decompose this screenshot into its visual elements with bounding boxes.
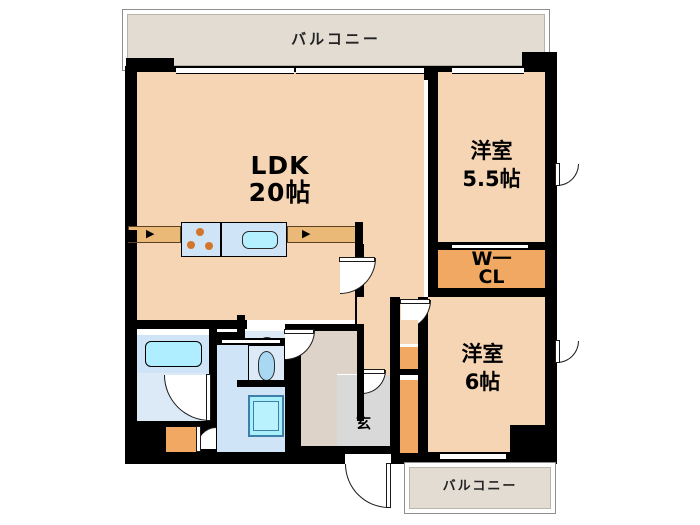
washing-machine-drum xyxy=(253,401,279,431)
room-bedroom-north xyxy=(438,72,545,242)
door-leaf-corridor[interactable] xyxy=(361,369,385,374)
window-bedroom-south xyxy=(440,453,506,460)
ldk-size-label: 20帖 xyxy=(248,178,312,207)
swing-bedroom-north-east xyxy=(557,164,579,186)
wall-bedroom-north-west xyxy=(428,72,438,242)
balcony-north xyxy=(127,14,545,66)
window-bedroom-north xyxy=(452,67,524,74)
room-ldk xyxy=(137,72,424,320)
kitchen-sink-icon xyxy=(242,231,278,249)
burner-1 xyxy=(196,228,204,236)
closet-bedroom-south-lower xyxy=(400,380,418,453)
wall-counter-end xyxy=(355,222,363,244)
closet-wic xyxy=(438,250,545,288)
balcony-south xyxy=(409,467,551,509)
shoe-box-area xyxy=(300,374,337,453)
door-leaf-bedroom-north-east[interactable] xyxy=(555,163,560,186)
wcl-label-line1: W一 xyxy=(471,248,512,270)
ldk-label: LDK xyxy=(250,151,310,180)
wall-bedroom-south-west xyxy=(418,297,428,455)
wall-corridor-west xyxy=(357,329,364,421)
wall-genkan-west xyxy=(292,329,301,453)
wall-ldk-south xyxy=(137,320,247,329)
counter-arrow-left: ▶ xyxy=(146,228,155,240)
burner-2 xyxy=(187,241,195,249)
door-leaf-closet-bottom-left[interactable] xyxy=(196,426,201,452)
wall-closet-divider xyxy=(390,369,418,375)
wall-wcl-bottom xyxy=(428,288,557,297)
bedroom-south-size-label: 6帖 xyxy=(464,370,501,394)
bedroom-north-size-label: 5.5帖 xyxy=(462,167,521,191)
wall-genkan-top xyxy=(292,324,364,331)
wall-bath-east xyxy=(209,328,217,421)
door-leaf-bedroom-south-east[interactable] xyxy=(555,340,560,363)
burner-3 xyxy=(205,242,213,250)
door-leaf-entrance[interactable] xyxy=(386,463,391,508)
wall-west xyxy=(125,66,137,464)
gas-stove-icon xyxy=(181,222,221,257)
wall-east-opening-north xyxy=(545,160,557,164)
balcony-north-label: バルコニー xyxy=(291,30,381,48)
door-leaf-ldk-hall[interactable] xyxy=(339,257,375,262)
wall-counter-west-nub xyxy=(126,230,137,242)
closet-bottom-left xyxy=(166,427,196,452)
washroom-door[interactable] xyxy=(222,339,280,344)
balcony-south-label: バルコニー xyxy=(442,479,518,494)
swing-entrance-door xyxy=(345,464,389,508)
wash-basin-icon xyxy=(258,351,275,381)
wall-washroom-mid xyxy=(237,380,285,387)
counter-arrow-right: ▶ xyxy=(302,228,311,240)
bedroom-south-label: 洋室 xyxy=(461,342,504,366)
door-leaf-toilet[interactable] xyxy=(284,329,314,334)
closet-niche-top xyxy=(400,320,418,344)
closet-door-top[interactable] xyxy=(452,244,528,249)
kitchen-counter-right xyxy=(287,226,359,243)
window-ldk-north-1 xyxy=(176,67,294,74)
wall-closet-south-frame xyxy=(390,335,400,455)
bedroom-north-label: 洋室 xyxy=(470,139,513,163)
wall-east-opening-south xyxy=(545,337,557,341)
door-leaf-bath[interactable] xyxy=(206,374,211,421)
wall-stub-vertical xyxy=(237,315,245,339)
window-ldk-north-2 xyxy=(296,67,424,74)
wall-hall-bottom xyxy=(292,446,392,454)
wall-wcl-west xyxy=(428,242,438,297)
wall-east xyxy=(545,52,557,464)
wcl-label-line2: CL xyxy=(478,266,505,288)
wall-bedroom-south-notch xyxy=(510,425,545,452)
wall-toilet-east xyxy=(285,324,293,454)
closet-bedroom-south-upper xyxy=(400,347,418,369)
entrance-door-cut xyxy=(345,452,391,464)
wall-stub-horizontal xyxy=(217,332,245,339)
bathtub-icon xyxy=(145,341,202,367)
door-leaf-bedroom-south-hall[interactable] xyxy=(400,299,430,304)
wall-corridor-east xyxy=(390,297,400,337)
swing-bedroom-south-east xyxy=(557,341,579,363)
